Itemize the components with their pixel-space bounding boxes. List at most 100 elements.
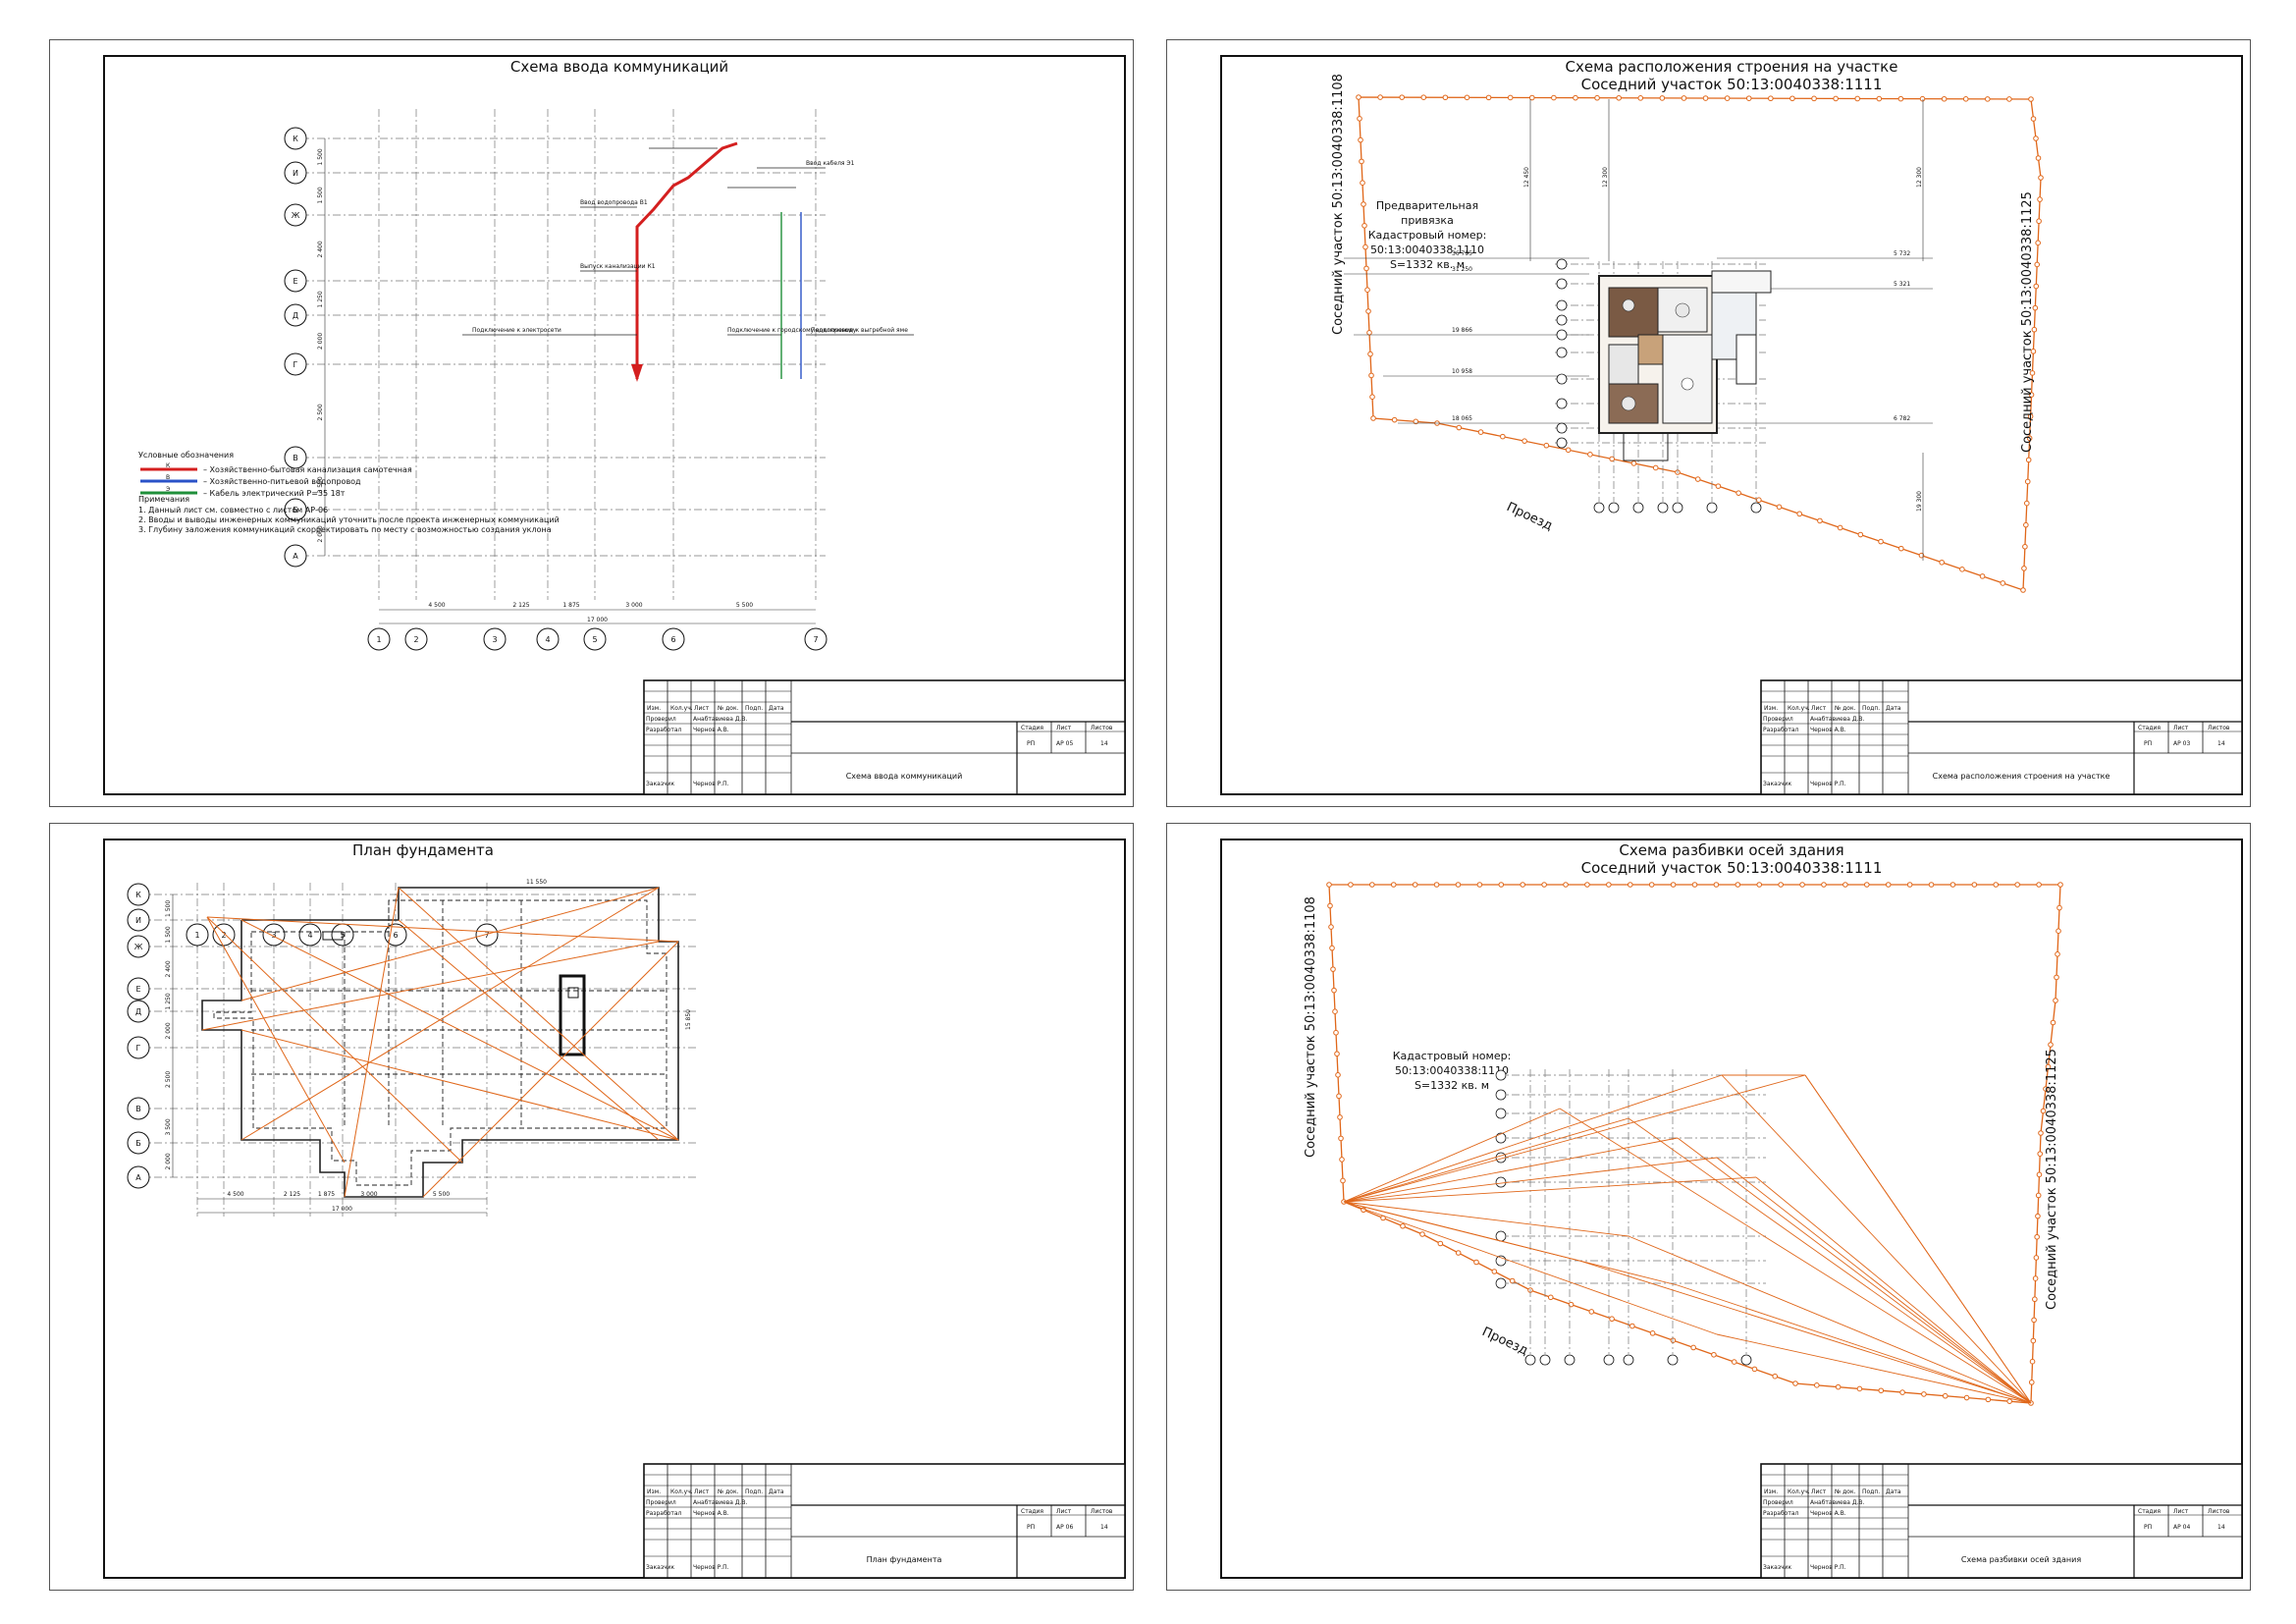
checked-name: Анабтавиева Д.В. [693,716,748,723]
axis-number: 7 [484,931,489,940]
right-neighbor: Соседний участок 50:13:0040338:1125 [2020,191,2035,453]
annotation-cable: Ввод кабеля Э1 [806,160,855,167]
right-dim: 15 850 [685,1009,692,1030]
axis-letter: Ж [134,943,143,951]
svg-text:Кол.уч.: Кол.уч. [1788,1489,1810,1495]
svg-text:Изм.: Изм. [1764,1489,1778,1495]
notes-title: Примечания [138,495,189,504]
annotation-cesspool: Подключение к выгребной яме [811,327,908,334]
axis-bubble-letter [127,883,150,906]
svg-text:4 500: 4 500 [227,1191,243,1198]
author-label: Разработал [646,1510,682,1517]
legend-text: – Хозяйственно-питьевой водопровод [203,477,361,486]
axis-letter: К [135,891,141,899]
stage-header: Стадия [2138,725,2161,731]
axis-bubble-letter [127,1097,150,1120]
svg-text:Предварительная: Предварительная [1376,199,1478,212]
axis-number: 4 [307,931,312,940]
axis-bubble-number [384,923,407,947]
plot-boundary [1358,96,2042,591]
svg-text:3 000: 3 000 [625,602,642,609]
site-drawing: Схема расположения строения на участке С… [1220,55,2243,795]
checked-label: Проверил [646,1499,676,1506]
axis-letter: В [293,454,298,462]
sheet-value: АР 04 [2173,1524,2190,1531]
customer-label: Заказчик [646,1564,674,1571]
axis-bubble-letter [284,203,307,227]
axis-bubble-number [367,627,391,651]
sewer-line [635,141,738,379]
axes-drawing: Схема разбивки осей здания Соседний учас… [1220,839,2243,1579]
axis-number: 2 [413,635,418,644]
sheets-value: 14 [1100,740,1108,747]
axis-bubble-letter [284,269,307,293]
axis-number: 6 [393,931,398,940]
axis-letter: Е [293,277,297,286]
check-diagonals [201,887,679,1198]
sheet-value: АР 05 [1056,740,1073,747]
svg-text:Лист: Лист [694,705,710,712]
svg-text:6 782: 6 782 [1894,415,1910,422]
svg-text:19 300: 19 300 [1916,491,1923,512]
sheet-header: Лист [1056,725,1072,731]
svg-text:Кол.уч.: Кол.уч. [670,705,693,712]
svg-text:2 125: 2 125 [284,1191,300,1198]
axis-bubble-number [212,923,236,947]
axis-number: 7 [813,635,818,644]
svg-text:№ док.: № док. [718,705,739,712]
svg-text:5 500: 5 500 [433,1191,450,1198]
axis-bubble-letter [284,498,307,521]
svg-text:Дата: Дата [1886,705,1901,712]
axis-bubble-letter [284,303,307,327]
axis-letter: В [135,1105,141,1113]
svg-text:1 875: 1 875 [318,1191,335,1198]
customer-name: Чернов Р.П. [1810,1564,1846,1571]
axis-number: 1 [194,931,199,940]
svg-text:3 000: 3 000 [360,1191,377,1198]
legend-title: Условные обозначения [138,451,234,460]
svg-text:2 400: 2 400 [165,960,172,977]
sheet-value: АР 06 [1056,1524,1073,1531]
customer-label: Заказчик [1763,781,1791,787]
svg-text:Кадастровый номер:: Кадастровый номер: [1393,1050,1512,1062]
svg-text:1 250: 1 250 [317,291,324,307]
svg-text:12 450: 12 450 [1523,167,1530,188]
sheet-axes: Схема разбивки осей здания Соседний учас… [1166,823,2251,1591]
axis-number: 3 [492,635,497,644]
sheet-subtitle: Соседний участок 50:13:0040338:1111 [1581,76,1883,93]
customer-name: Чернов Р.П. [693,1564,729,1571]
svg-text:привязка: привязка [1401,214,1454,227]
sheet-title: Схема разбивки осей здания [1619,841,1843,859]
axis-letter: А [135,1173,141,1182]
svg-text:Лист: Лист [1811,705,1827,712]
svg-text:Изм.: Изм. [647,705,661,712]
sheet-title: План фундамента [352,841,494,859]
svg-text:50:13:0040338:1110: 50:13:0040338:1110 [1370,244,1484,256]
svg-text:Подп.: Подп. [745,705,763,712]
svg-text:50:13:0040338:1110: 50:13:0040338:1110 [1395,1064,1509,1077]
axis-bubble-letter [284,352,307,376]
axis-letter: Б [293,506,298,514]
author-label: Разработал [1763,1510,1799,1517]
legend-text: – Хозяйственно-бытовая канализация самот… [203,465,412,474]
svg-text:Изм.: Изм. [1764,705,1778,712]
svg-text:2 000: 2 000 [165,1022,172,1039]
svg-text:Подп.: Подп. [745,1489,763,1495]
author-name: Чернов А.В. [693,1510,729,1517]
svg-text:1 500: 1 500 [317,187,324,203]
axis-letter: И [293,169,298,178]
axis-letter: Д [135,1007,141,1016]
svg-text:5 732: 5 732 [1894,250,1910,257]
svg-text:17 000: 17 000 [587,617,608,623]
svg-text:17 000: 17 000 [332,1206,352,1213]
stage-header: Стадия [1021,725,1043,731]
left-neighbor: Соседний участок 50:13:0040338:1108 [1304,896,1318,1158]
svg-text:5 321: 5 321 [1894,281,1910,288]
customer-label: Заказчик [1763,1564,1791,1571]
axis-bubble-number [583,627,607,651]
axis-bubble-letter [284,161,307,185]
